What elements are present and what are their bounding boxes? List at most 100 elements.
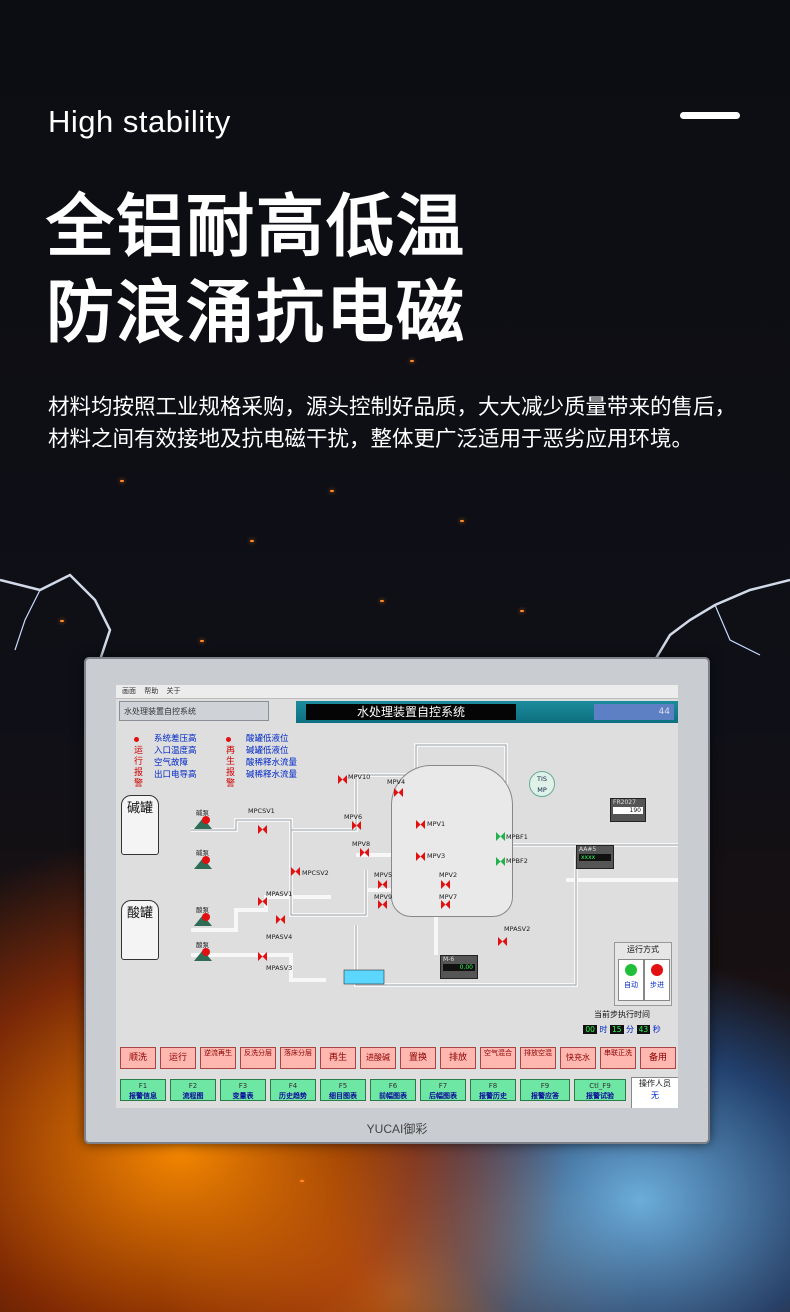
valve-label: MPV5 bbox=[374, 871, 393, 879]
valve-icon[interactable] bbox=[352, 821, 361, 830]
pump-icon bbox=[194, 816, 212, 829]
headline-line-1: 全铝耐高低温 bbox=[46, 188, 467, 267]
valve-icon[interactable] bbox=[498, 937, 507, 946]
valve-label: MPASV3 bbox=[266, 964, 293, 972]
step-btn[interactable]: 空气混合 bbox=[480, 1047, 516, 1069]
valve-label: MPBF1 bbox=[506, 833, 528, 841]
valve-label: MPASV1 bbox=[266, 890, 293, 898]
menu-bar: 画面 帮助 关于 bbox=[116, 685, 678, 699]
step-btn[interactable]: 快充水 bbox=[560, 1047, 596, 1069]
step-btn[interactable]: 运行 bbox=[160, 1047, 196, 1069]
menu-item[interactable]: 帮助 bbox=[144, 687, 159, 695]
alarm-left-title: 运行报警 bbox=[134, 746, 144, 789]
valve-label: MPBF2 bbox=[506, 857, 528, 865]
alarm-item: 碱稀释水流量 bbox=[246, 770, 298, 780]
valve-icon[interactable] bbox=[394, 788, 403, 797]
step-btn[interactable]: 逆流再生 bbox=[200, 1047, 236, 1069]
tis-indicator: TIS MP bbox=[529, 771, 555, 797]
title-bar: 水处理装置自控系统 44 bbox=[296, 701, 678, 723]
step-btn[interactable]: 进酸碱 bbox=[360, 1047, 396, 1069]
alarm-bell-icon bbox=[134, 737, 139, 742]
step-button[interactable]: 步进 bbox=[644, 959, 670, 1001]
valve-icon[interactable] bbox=[441, 880, 450, 889]
valve-icon[interactable] bbox=[378, 880, 387, 889]
menu-item[interactable]: 关于 bbox=[166, 687, 181, 695]
valve-label: MPV4 bbox=[387, 778, 406, 786]
screen-tab[interactable]: 水处理装置自控系统 bbox=[119, 701, 269, 721]
valve-label: MPASV4 bbox=[266, 933, 293, 941]
valve-label: MPASV2 bbox=[504, 925, 531, 933]
headline-line-2: 防浪涌抗电磁 bbox=[46, 274, 467, 353]
pump-icon bbox=[194, 856, 212, 869]
flow-recorder: FR2027 190 bbox=[610, 798, 646, 822]
valve-icon[interactable] bbox=[378, 900, 387, 909]
m6-meter: M-6 0.00 bbox=[440, 955, 478, 979]
step-seconds: 43 bbox=[636, 1025, 651, 1034]
pump-label: 酸泵 bbox=[196, 906, 209, 914]
valve-label: MPV10 bbox=[348, 773, 371, 781]
valve-icon[interactable] bbox=[496, 857, 505, 866]
alarm-item: 空气故障 bbox=[154, 758, 189, 768]
step-btn[interactable]: 再生 bbox=[320, 1047, 356, 1069]
run-mode-panel: 运行方式 自动 步进 bbox=[614, 942, 672, 1006]
step-btn[interactable]: 备用 bbox=[640, 1047, 676, 1069]
ion-exchange-vessel bbox=[391, 765, 513, 917]
menu-item[interactable]: 画面 bbox=[122, 687, 136, 695]
alarm-item: 酸稀释水流量 bbox=[246, 758, 298, 768]
alarm-right-title: 再生报警 bbox=[226, 746, 236, 789]
pump-icon bbox=[194, 913, 212, 926]
operator-panel: 操作人员 无 bbox=[631, 1077, 678, 1108]
valve-icon[interactable] bbox=[441, 900, 450, 909]
pump-label: 碱泵 bbox=[196, 809, 209, 817]
tank-alkali: 碱罐 bbox=[121, 795, 159, 855]
valve-label: MPV8 bbox=[352, 840, 371, 848]
alarm-bell-icon bbox=[226, 737, 231, 742]
valve-icon[interactable] bbox=[338, 775, 347, 784]
tank-acid: 酸罐 bbox=[121, 900, 159, 960]
pump-label: 碱泵 bbox=[196, 849, 209, 857]
alarm-item: 酸罐低液位 bbox=[246, 734, 289, 744]
analyzer: AA#5 xxxx bbox=[576, 845, 614, 869]
valve-label: MPV1 bbox=[427, 820, 446, 828]
step-btn[interactable]: 排放 bbox=[440, 1047, 476, 1069]
step-time-panel: 当前步执行时间 00 时 15 分 43 秒 bbox=[572, 1009, 672, 1043]
step-btn[interactable]: 落床分层 bbox=[280, 1047, 316, 1069]
valve-icon[interactable] bbox=[291, 867, 300, 876]
valve-icon[interactable] bbox=[258, 897, 267, 906]
valve-label: MPV7 bbox=[439, 893, 458, 901]
step-btn[interactable]: 串联正洗 bbox=[600, 1047, 636, 1069]
step-btn[interactable]: 排放空混 bbox=[520, 1047, 556, 1069]
valve-label: MPV9 bbox=[374, 893, 393, 901]
valve-icon[interactable] bbox=[258, 825, 267, 834]
operator-title: 操作人员 bbox=[639, 1079, 671, 1088]
valve-icon[interactable] bbox=[496, 832, 505, 841]
step-btn[interactable]: 反洗分层 bbox=[240, 1047, 276, 1069]
auto-button[interactable]: 自动 bbox=[618, 959, 644, 1001]
alarm-item: 入口温度高 bbox=[154, 746, 197, 756]
valve-label: MPCSV2 bbox=[302, 869, 329, 877]
step-time-title: 当前步执行时间 bbox=[594, 1010, 650, 1019]
valve-label: MPV3 bbox=[427, 852, 446, 860]
valve-icon[interactable] bbox=[360, 848, 369, 857]
valve-label: MPV6 bbox=[344, 813, 363, 821]
step-btn[interactable]: 顺洗 bbox=[120, 1047, 156, 1069]
step-btn[interactable]: 置换 bbox=[400, 1047, 436, 1069]
valve-icon[interactable] bbox=[258, 952, 267, 961]
valve-icon[interactable] bbox=[416, 820, 425, 829]
valve-icon[interactable] bbox=[416, 852, 425, 861]
hmi-screen: 画面 帮助 关于 水处理装置自控系统 水处理装置自控系统 44 运行报警 系统差… bbox=[116, 685, 678, 1108]
eyebrow-dash bbox=[680, 112, 740, 119]
description: 材料均按照工业规格采购，源头控制好品质，大大减少质量带来的售后，材料之间有效接地… bbox=[48, 395, 737, 452]
valve-icon[interactable] bbox=[276, 915, 285, 924]
